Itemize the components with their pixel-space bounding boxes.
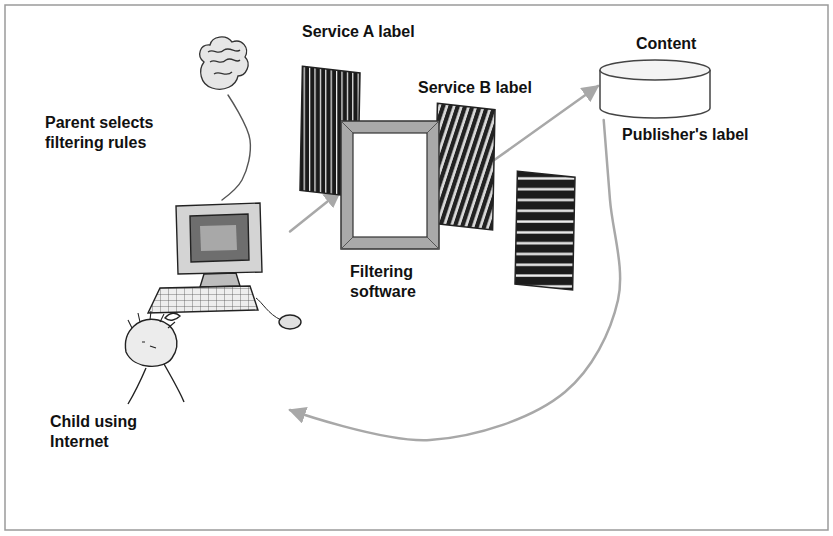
label-panel: Publisher's label: [515, 170, 575, 290]
monitor: [176, 203, 262, 274]
parent-hair: [210, 59, 240, 62]
cylinder-shape: [598, 58, 712, 120]
frame-bevel: [341, 121, 439, 249]
child-hand: [165, 313, 180, 320]
child-face: [142, 342, 156, 348]
cylinder-top: [600, 60, 710, 80]
filter-frame: Filtering software: [340, 120, 440, 250]
child-figure: [125, 311, 184, 404]
monitor-screen: [190, 214, 249, 262]
striped-panel: [435, 103, 495, 230]
connector-arrow: [495, 86, 598, 160]
node-label: Service A label: [302, 22, 462, 42]
frame-border: [5, 5, 828, 530]
child-body: [128, 364, 184, 404]
monitor-stand: [200, 273, 240, 287]
mouse-cord: [256, 298, 281, 320]
mouse: [279, 315, 301, 329]
child-node: Child using Internet: [120, 200, 290, 410]
computer: [148, 203, 301, 329]
node-label: Service B label: [418, 78, 568, 98]
parent-figure: [200, 37, 248, 89]
panel-shape: [435, 102, 495, 230]
parent-node: Parent selects filtering rules: [195, 35, 250, 95]
keyboard: [148, 286, 258, 313]
node-label: Parent selects filtering rules: [45, 113, 195, 153]
striped-panel: [515, 171, 575, 290]
node-label: Publisher's label: [622, 125, 792, 145]
screen-glare: [200, 225, 237, 251]
node-label: Filtering software: [350, 262, 450, 302]
parent-hair: [208, 49, 240, 52]
frame-window: [353, 133, 427, 237]
connector-arrow: [290, 192, 340, 232]
panel-shape: [515, 170, 575, 290]
node-label: Child using Internet: [50, 412, 170, 452]
frame-shape: [340, 120, 440, 250]
node-label: Content: [636, 34, 736, 54]
connector-arrow: [222, 95, 250, 200]
parent-hair: [214, 72, 232, 74]
label-panel: Service B label: [435, 102, 495, 230]
parent-head: [200, 37, 248, 89]
content-store: Content: [598, 58, 712, 120]
frame-outer: [341, 121, 439, 249]
